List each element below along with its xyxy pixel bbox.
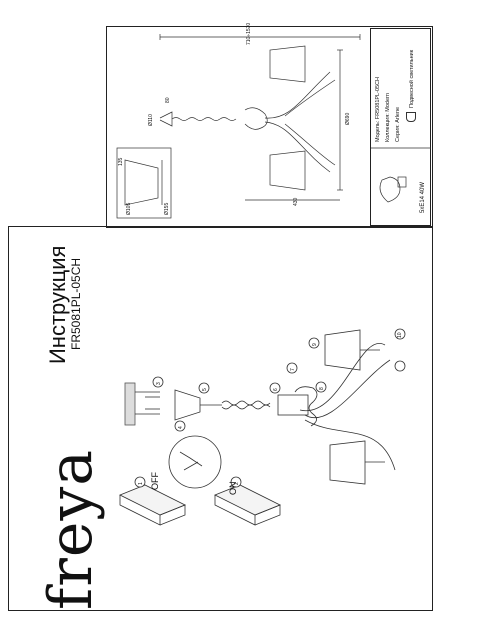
dim-width: 430 <box>293 197 299 206</box>
step-10-label: 10 <box>397 332 403 338</box>
dim-diameter: Ø690 <box>345 112 351 125</box>
bulb-icon <box>378 175 379 176</box>
dim-shade-top: Ø105 <box>126 202 132 215</box>
spec-model: Модель: FR5081PL-05CH <box>375 77 381 142</box>
spec-series: Серия: Arlene <box>395 107 401 142</box>
step-5-label: 5 <box>202 388 208 391</box>
spec-collection-value: Modern <box>385 93 391 112</box>
spec-model-label: Модель: <box>375 120 381 142</box>
right-frame <box>106 26 433 228</box>
spec-collection-label: Коллекция: <box>385 113 391 142</box>
dim-canopy-diameter: Ø110 <box>148 114 154 126</box>
step-3-label: 3 <box>156 382 162 385</box>
left-frame <box>8 226 433 611</box>
step-4-label: 4 <box>178 426 184 429</box>
step-1-label: 1 <box>138 482 144 485</box>
spec-type: Подвесной светильник <box>409 49 415 108</box>
lamp-type-icon <box>406 112 416 122</box>
switch-on-label: ON <box>228 481 238 496</box>
spec-collection: Коллекция: Modern <box>385 93 391 142</box>
switch-off-label: OFF <box>150 472 160 490</box>
spec-model-value: FR5081PL-05CH <box>375 77 381 120</box>
spec-series-label: Серия: <box>395 124 401 142</box>
step-6-label: 6 <box>273 388 279 391</box>
dim-shade-height: 135 <box>118 157 124 166</box>
spec-series-value: Arlene <box>395 106 401 123</box>
dim-canopy-height: 80 <box>165 97 171 103</box>
spec-panel <box>370 28 431 226</box>
dim-height-range: 710÷1570 <box>246 22 252 45</box>
dim-shade-bottom: Ø155 <box>164 202 170 215</box>
step-8-label: 8 <box>319 387 325 390</box>
spec-bulb: 5xE14 40W <box>420 181 426 213</box>
step-9-label: 9 <box>312 343 318 346</box>
step-7-label: 7 <box>290 368 296 371</box>
